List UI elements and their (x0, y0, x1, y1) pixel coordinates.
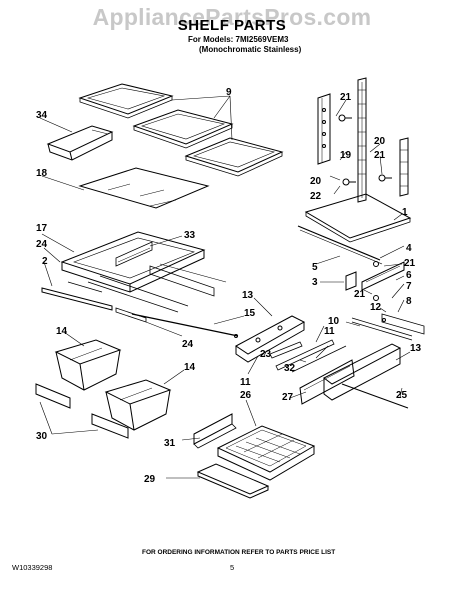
trim-strip (297, 225, 381, 261)
label-6: 6 (406, 270, 412, 281)
label-11-a: 11 (324, 326, 335, 337)
label-13-a: 13 (242, 290, 254, 301)
label-12: 12 (370, 302, 382, 313)
label-31: 31 (164, 438, 176, 449)
clip-bracket (345, 261, 405, 301)
drawer-cover-1 (35, 383, 71, 409)
label-20-b: 20 (310, 176, 322, 187)
tray-bottom (196, 463, 270, 499)
label-17: 17 (36, 223, 48, 234)
small-bin (46, 125, 114, 161)
label-30: 30 (36, 431, 48, 442)
label-3: 3 (312, 277, 318, 288)
label-33: 33 (184, 230, 196, 241)
label-21-a: 21 (340, 92, 352, 103)
label-34: 34 (36, 110, 48, 121)
crisper-drawer-left (54, 339, 122, 391)
leader-lines (39, 95, 411, 479)
page-number: 5 (230, 563, 235, 572)
label-4: 4 (406, 243, 412, 254)
long-rod (131, 313, 239, 337)
label-13-b: 13 (410, 343, 422, 354)
label-7: 7 (406, 281, 412, 292)
screws (338, 114, 392, 186)
wire-tray (216, 425, 316, 481)
label-24: 24 (36, 239, 48, 250)
label-21-b: 21 (374, 150, 386, 161)
label-26: 26 (240, 390, 252, 401)
label-21-c: 21 (404, 258, 416, 269)
glass-shelf (78, 167, 210, 209)
crisper-drawer-right (104, 379, 172, 431)
label-27: 27 (282, 392, 294, 403)
label-25: 25 (396, 390, 408, 401)
ladder-bracket-tall (357, 77, 367, 203)
label-9: 9 (226, 87, 232, 98)
doc-number: W10339298 (12, 563, 53, 572)
label-14-a: 14 (56, 326, 68, 337)
label-21-d: 21 (354, 289, 366, 300)
watermark: AppliancePartsPros.com (92, 4, 372, 30)
label-8: 8 (406, 296, 412, 307)
side-bracket-right (299, 343, 402, 405)
ordering-info: FOR ORDERING INFORMATION REFER TO PARTS … (142, 549, 336, 556)
label-15: 15 (244, 308, 256, 319)
label-32: 32 (284, 363, 296, 374)
label-10: 10 (328, 316, 340, 327)
rod (341, 383, 409, 409)
label-18: 18 (36, 168, 48, 179)
shelf-frame-2 (132, 109, 234, 149)
right-slide-rails (351, 313, 425, 341)
part-labels: 9 34 18 17 24 2 33 21 20 19 20 21 22 1 4… (36, 87, 422, 485)
label-23: 23 (260, 349, 272, 360)
label-20-a: 20 (374, 136, 386, 147)
label-24-b: 24 (182, 339, 194, 350)
shelf-frame-3 (184, 137, 284, 177)
label-14-b: 14 (184, 362, 196, 373)
shelf-frame-1 (78, 83, 174, 119)
label-5: 5 (312, 262, 318, 273)
slide-shelf-assembly (60, 231, 227, 313)
small-bracket (193, 413, 237, 449)
label-2: 2 (42, 256, 48, 267)
drawer-cover-2 (91, 413, 129, 439)
label-22: 22 (310, 191, 322, 202)
small-rails (269, 339, 347, 373)
label-29: 29 (144, 474, 156, 485)
label-1: 1 (402, 207, 408, 218)
ladder-bracket-left (317, 93, 331, 165)
ladder-bracket-right (399, 137, 409, 197)
label-11-b: 11 (240, 377, 251, 388)
page-title: SHELF PARTS (177, 17, 287, 34)
finish-line: (Monochromatic Stainless) (199, 45, 302, 54)
models-line: For Models: 7MI2569VEM3 (188, 35, 289, 44)
side-bracket-left (235, 315, 306, 363)
label-19: 19 (340, 150, 352, 161)
glass-shelf-right (304, 193, 412, 243)
